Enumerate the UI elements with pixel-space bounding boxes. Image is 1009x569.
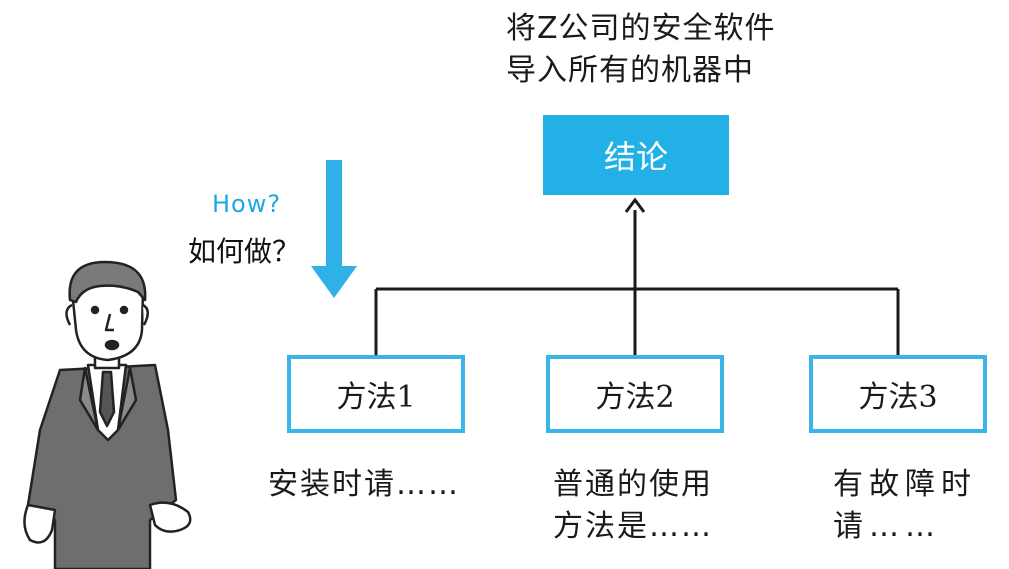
method-2-desc-line-2: 方法是…… — [553, 509, 713, 544]
question-chinese: 如何做？ — [188, 235, 301, 268]
method-label: 方法1 — [336, 380, 416, 415]
method-2-desc-line-1: 普通的使用 — [553, 467, 713, 502]
conclusion-statement-line-2: 导入所有的机器中 — [506, 53, 754, 88]
method-1-description: 安装时请…… — [268, 464, 460, 506]
conclusion-box: 结论 — [543, 115, 729, 195]
conclusion-label: 结论 — [603, 138, 668, 176]
method-3-description: 有故障时 请…… — [833, 464, 977, 548]
method-box-2: 方法2 — [546, 355, 724, 433]
conclusion-statement: 将Z公司的安全软件 导入所有的机器中 — [506, 8, 776, 92]
method-1-desc-line-1: 安装时请…… — [268, 467, 460, 502]
tree-connectors — [374, 210, 900, 356]
method-3-desc-line-1: 有故障时 — [833, 467, 977, 502]
method-box-3: 方法3 — [809, 355, 987, 433]
method-label: 方法2 — [595, 380, 675, 415]
arrowhead-up-icon — [624, 197, 646, 213]
down-arrow-icon — [311, 160, 357, 298]
method-box-1: 方法1 — [287, 355, 465, 433]
businessman-illustration — [23, 260, 192, 569]
method-2-description: 普通的使用 方法是…… — [553, 464, 713, 548]
conclusion-statement-line-1: 将Z公司的安全软件 — [506, 11, 776, 46]
method-label: 方法3 — [858, 380, 938, 415]
question-english: How? — [212, 190, 282, 218]
method-3-desc-line-2: 请…… — [833, 509, 941, 544]
